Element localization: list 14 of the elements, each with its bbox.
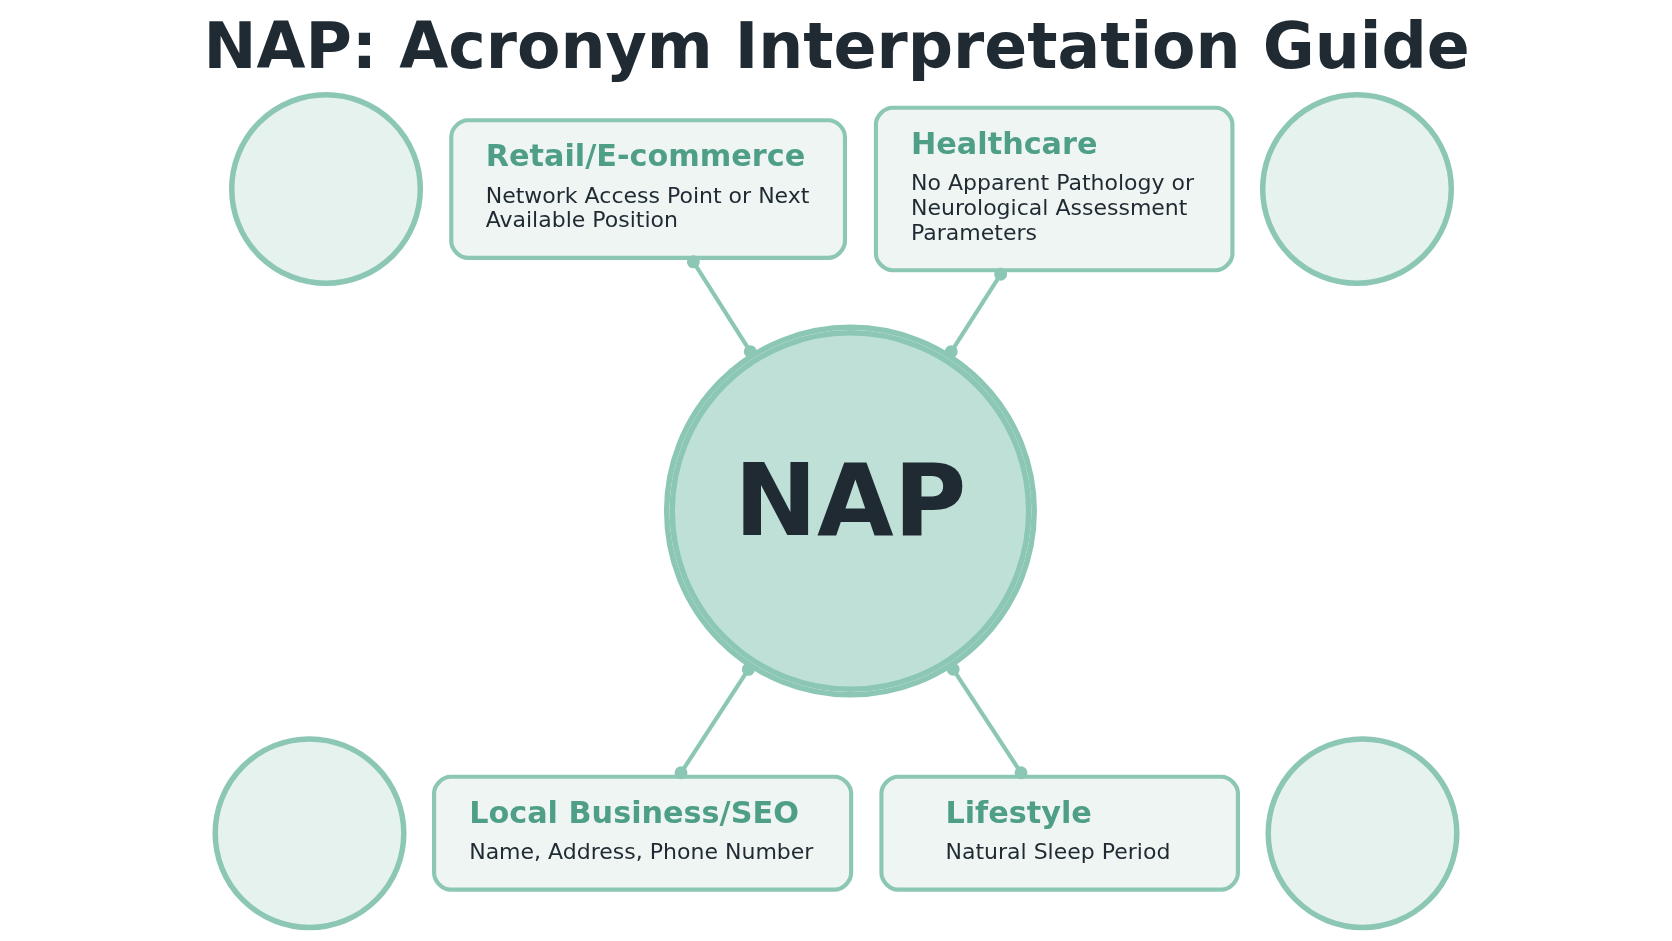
connector bbox=[946, 662, 1028, 780]
node-circle: NAP bbox=[663, 324, 1037, 698]
diagram-title: NAP: Acronym Interpretation Guide bbox=[203, 9, 1470, 84]
connector bbox=[686, 255, 757, 359]
connector bbox=[674, 662, 755, 780]
node-box: Local Business/SEO Name, Address, Phone Number bbox=[432, 774, 854, 892]
node-circle bbox=[212, 736, 407, 931]
node-box: Lifestyle Natural Sleep Period bbox=[879, 774, 1240, 892]
node-circle bbox=[1265, 736, 1460, 931]
connector bbox=[944, 267, 1008, 359]
node-box: Healthcare No Apparent Pathology or Neurological Assessment Parameters bbox=[873, 105, 1235, 273]
node-circle bbox=[228, 91, 424, 287]
node-box: Retail/E-commerce Network Access Point or Next Available Position bbox=[449, 118, 847, 260]
node-circle bbox=[1259, 91, 1455, 287]
